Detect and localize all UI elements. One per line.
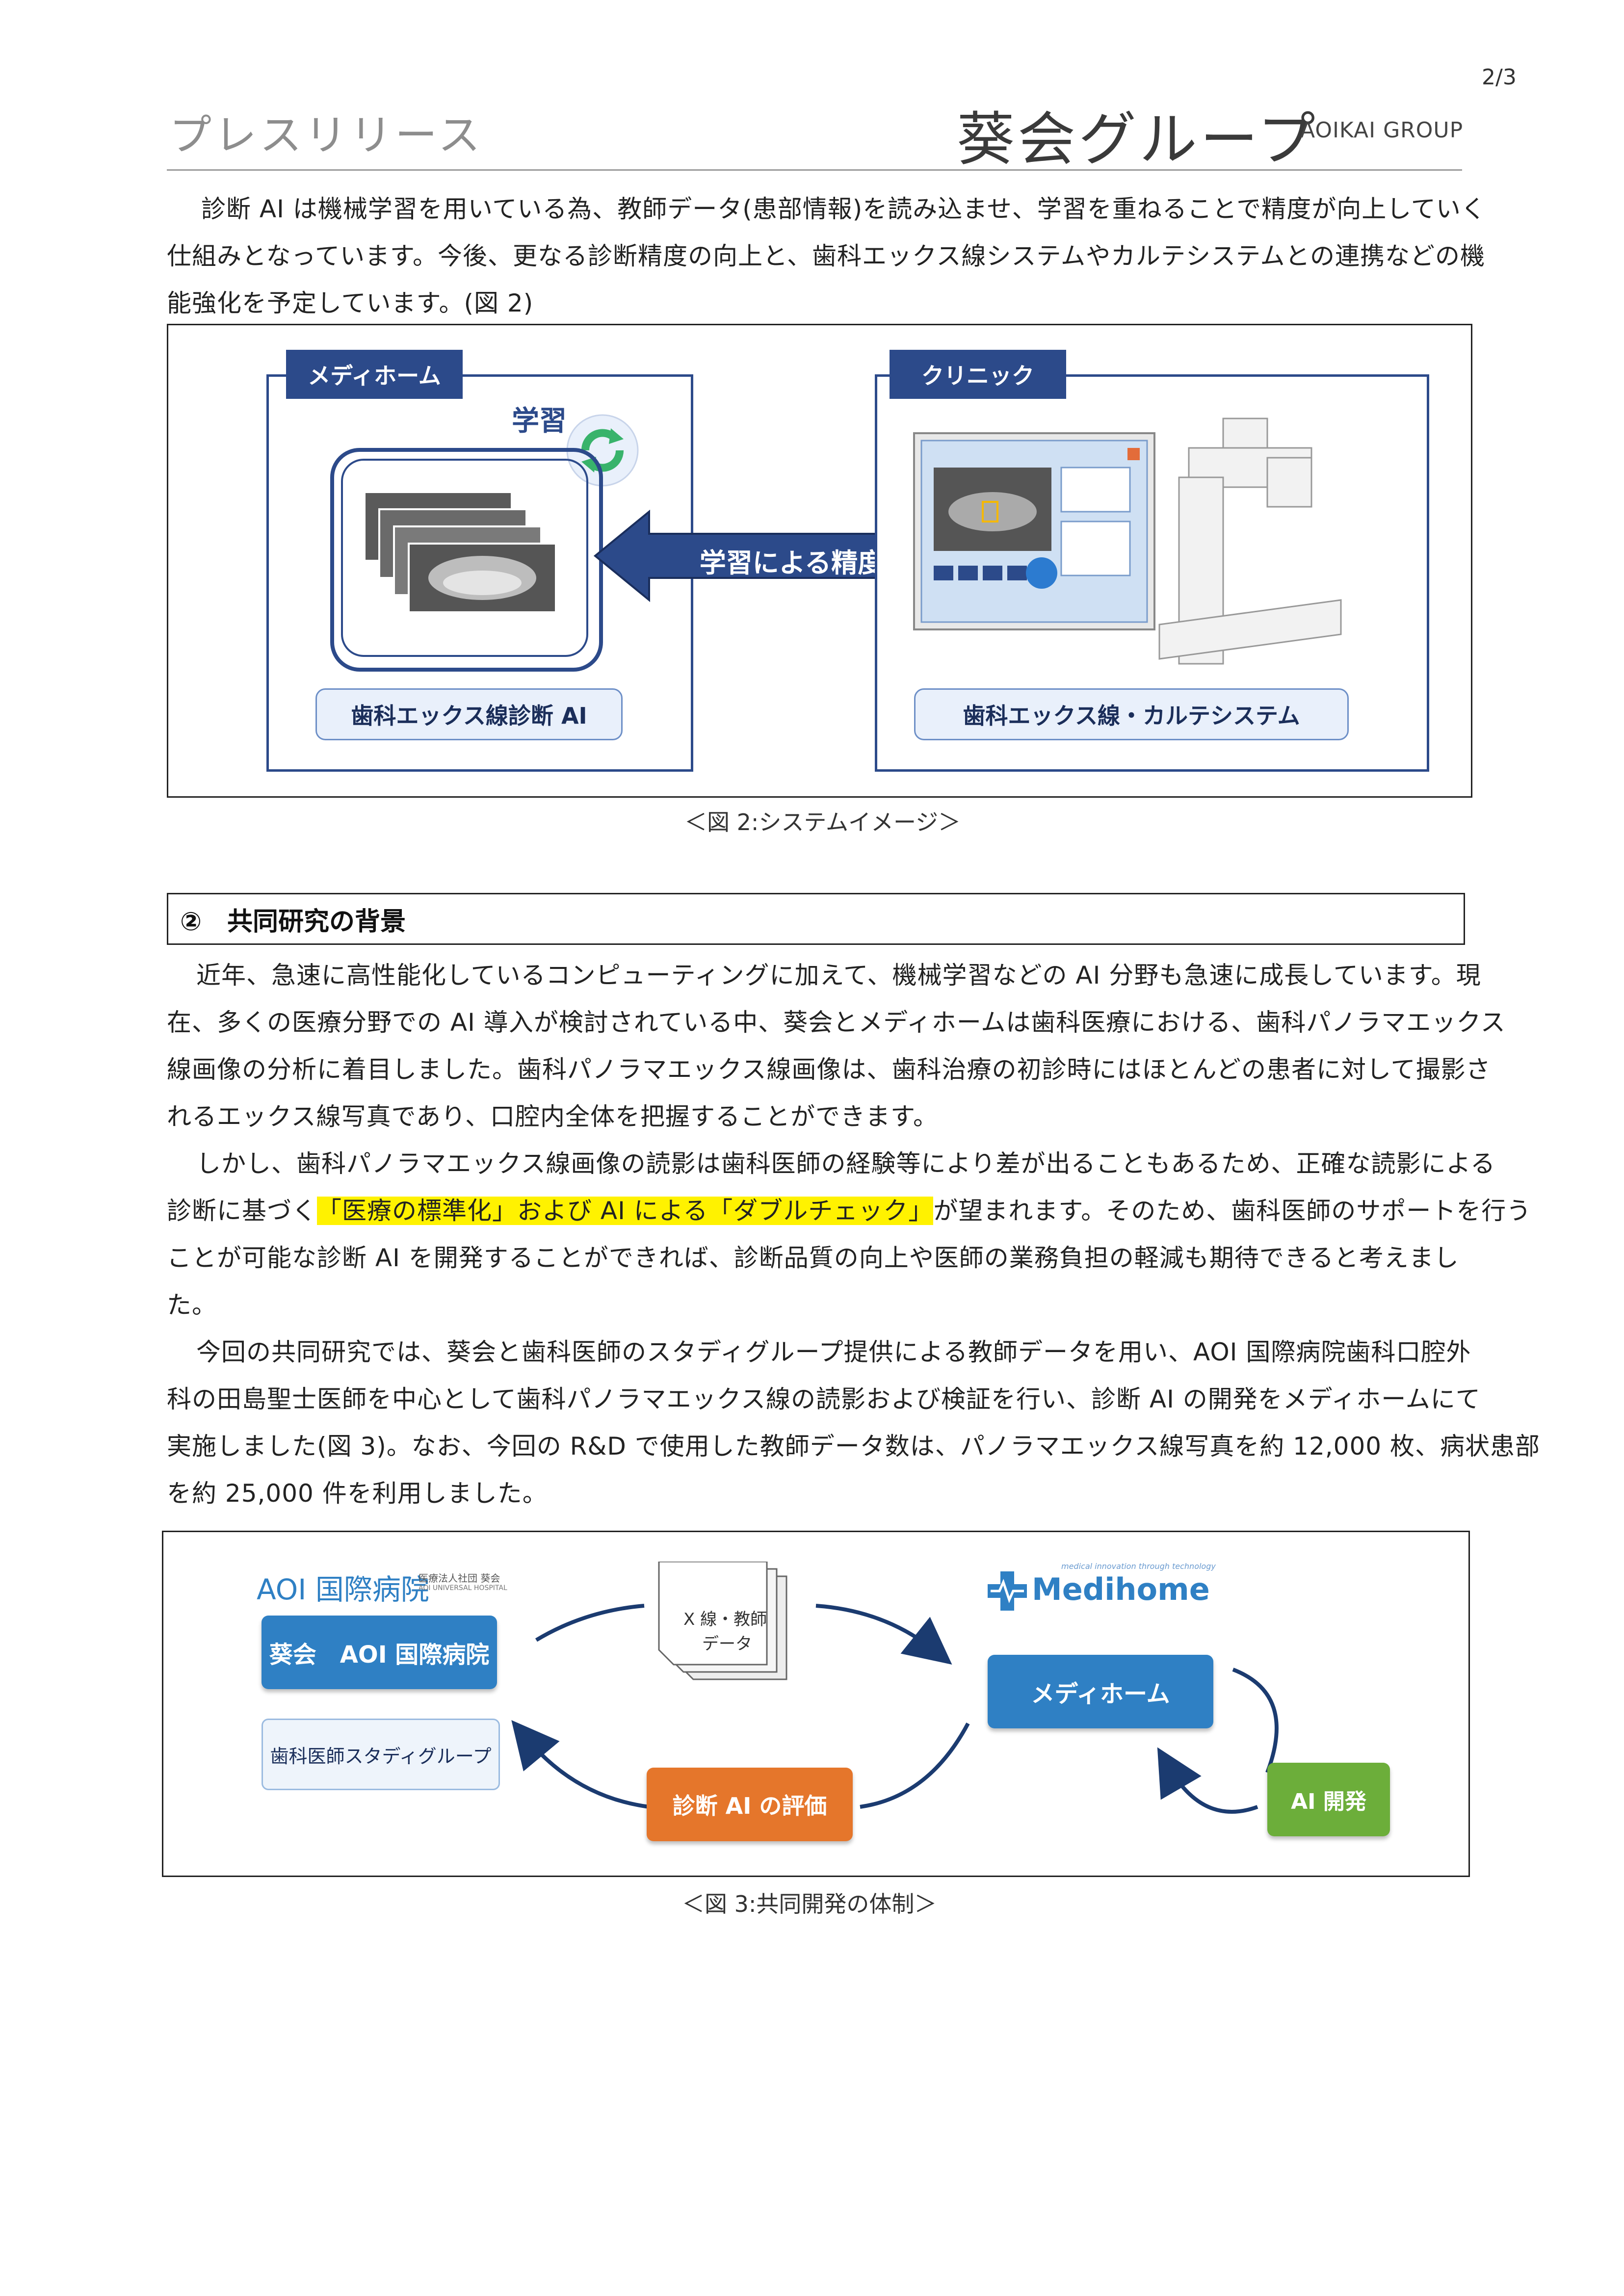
paragraph-line: 実施しました(図 3)。なお、今回の R&D で使用した教師データ数は、パノラマ… bbox=[167, 1432, 1540, 1461]
medihome-logo: Medihome bbox=[1032, 1571, 1210, 1607]
paragraph-text: が望まれます。そのため、歯科医師のサポートを行う bbox=[933, 1197, 1532, 1225]
learning-label: 学習 bbox=[512, 405, 567, 437]
group-title-en: AOIKAI GROUP bbox=[1300, 118, 1464, 143]
medihome-panel-title: メディホーム bbox=[286, 350, 463, 399]
paragraph-line: 今回の共同研究では、葵会と歯科医師のスタディグループ提供による教師データを用い、… bbox=[196, 1338, 1471, 1366]
aoi-logo-sub1: 医療法人社団 葵会 bbox=[419, 1572, 500, 1584]
aoi-hospital-node: 葵会 AOI 国際病院 bbox=[262, 1616, 497, 1689]
figure3-caption: ＜図 3:共同開発の体制＞ bbox=[682, 1891, 937, 1917]
ai-evaluation-node: 診断 AI の評価 bbox=[647, 1768, 853, 1841]
press-release-title: プレスリリース bbox=[169, 111, 483, 160]
intro-line: 仕組みとなっています。今後、更なる診断精度の向上と、歯科エックス線システムやカル… bbox=[167, 242, 1485, 270]
section2-heading: ② 共同研究の背景 bbox=[180, 907, 406, 937]
section2-paragraph2: しかし、歯科パノラマエックス線画像の読影は歯科医師の経験等により差が出ることもあ… bbox=[167, 1140, 1531, 1329]
paragraph-line: れるエックス線写真であり、口腔内全体を把握することができます。 bbox=[167, 1102, 938, 1131]
figure3-box: AOI 国際病院 医療法人社団 葵会 AOI UNIVERSAL HOSPITA… bbox=[162, 1531, 1470, 1877]
paragraph-line: 在、多くの医療分野での AI 導入が検討されている中、葵会とメディホームは歯科医… bbox=[167, 1008, 1506, 1037]
study-group-node: 歯科医師スタディグループ bbox=[262, 1719, 500, 1790]
document-stack-icon bbox=[654, 1561, 801, 1689]
medihome-logo-icon bbox=[988, 1571, 1027, 1611]
medihome-tagline: medical innovation through technology bbox=[1061, 1562, 1216, 1571]
flow-arrows bbox=[163, 1532, 1468, 1876]
figure2-caption: ＜図 2:システムイメージ＞ bbox=[684, 809, 961, 835]
paragraph-text: 診断に基づく bbox=[167, 1197, 317, 1225]
dental-chart-system-pill: 歯科エックス線・カルテシステム bbox=[914, 688, 1349, 740]
paragraph-line: 近年、急速に高性能化しているコンピューティングに加えて、機械学習などの AI 分… bbox=[196, 961, 1481, 990]
aoi-logo-text: AOI 国際病院 bbox=[257, 1573, 429, 1606]
paragraph-line: 線画像の分析に着目しました。歯科パノラマエックス線画像は、歯科治療の初診時にはほ… bbox=[167, 1055, 1491, 1084]
paragraph-line: 科の田島聖士医師を中心として歯科パノラマエックス線の読影および検証を行い、診断 … bbox=[167, 1385, 1481, 1413]
aoi-logo-sub2: AOI UNIVERSAL HOSPITAL bbox=[419, 1584, 507, 1592]
page-number: 2/3 bbox=[1482, 65, 1517, 90]
ai-development-node: AI 開発 bbox=[1267, 1763, 1390, 1836]
medihome-node: メディホーム bbox=[988, 1655, 1213, 1728]
header-divider bbox=[167, 169, 1462, 171]
intro-line: 能強化を予定しています。(図 2) bbox=[167, 289, 534, 317]
paragraph-line: を約 25,000 件を利用しました。 bbox=[167, 1479, 548, 1508]
paragraph-line: ことが可能な診断 AI を開発することができれば、診断品質の向上や医師の業務負担… bbox=[167, 1244, 1459, 1272]
paragraph-line: しかし、歯科パノラマエックス線画像の読影は歯科医師の経験等により差が出ることもあ… bbox=[196, 1149, 1495, 1178]
highlighted-text: 「医療の標準化」および AI による「ダブルチェック」 bbox=[317, 1197, 934, 1225]
section2-paragraph1: 近年、急速に高性能化しているコンピューティングに加えて、機械学習などの AI 分… bbox=[167, 952, 1506, 1140]
xray-machine-illustration bbox=[904, 404, 1410, 678]
document-label-line2: データ bbox=[702, 1634, 752, 1654]
xray-images-stack bbox=[364, 491, 571, 629]
intro-line: 診断 AI は機械学習を用いている為、教師データ(患部情報)を読み込ませ、学習を… bbox=[201, 195, 1486, 223]
xray-frame-inner bbox=[341, 459, 588, 657]
section2-paragraph3: 今回の共同研究では、葵会と歯科医師のスタディグループ提供による教師データを用い、… bbox=[167, 1329, 1540, 1517]
paragraph-line: 診断に基づく「医療の標準化」および AI による「ダブルチェック」が望まれます。… bbox=[167, 1187, 1531, 1234]
dental-xray-ai-pill: 歯科エックス線診断 AI bbox=[315, 688, 623, 740]
figure2-box: メディホーム 学習 歯科エックス線診断 AI 学習による精度向上 bbox=[167, 324, 1472, 798]
document-label-line1: X 線・教師 bbox=[683, 1610, 767, 1629]
group-title: 葵会グループ bbox=[957, 105, 1318, 173]
section2-heading-box: ② 共同研究の背景 bbox=[167, 893, 1465, 945]
paragraph-line: た。 bbox=[167, 1291, 217, 1319]
intro-paragraph: 診断 AI は機械学習を用いている為、教師データ(患部情報)を読み込ませ、学習を… bbox=[167, 185, 1486, 327]
clinic-panel-title: クリニック bbox=[890, 350, 1066, 399]
